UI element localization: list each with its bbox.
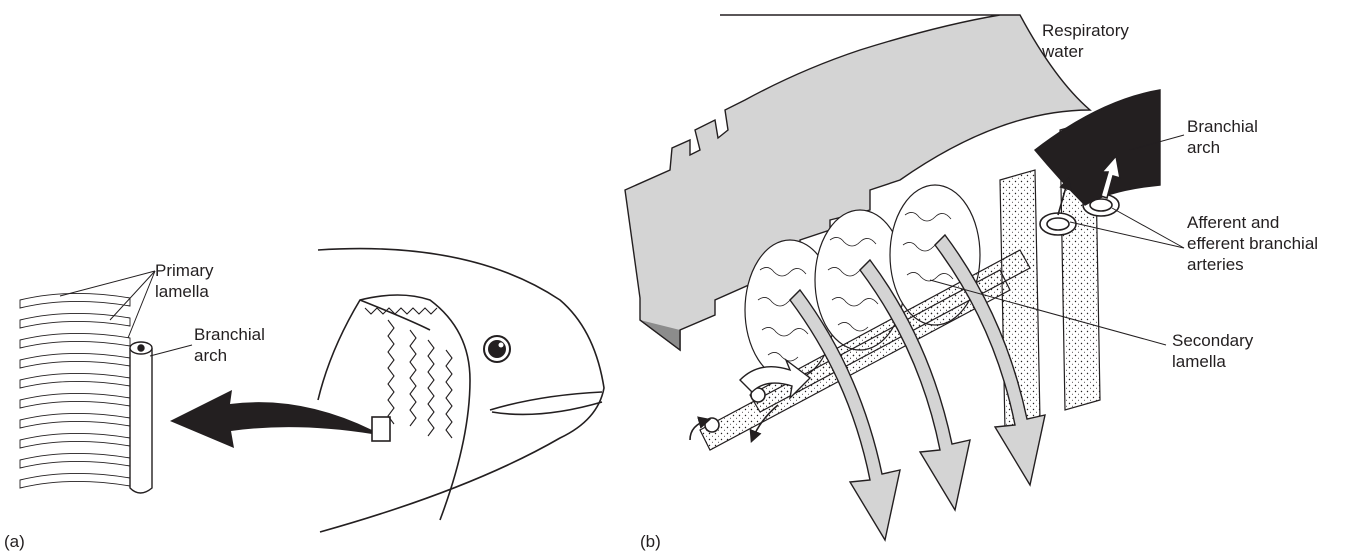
- label-branchial-arch-b-line2: arch: [1187, 137, 1258, 158]
- label-branchial-arch-a-line1: Branchial: [194, 324, 265, 345]
- gill-arches-zigzag: [365, 308, 452, 438]
- label-primary-lamella-line1: Primary: [155, 260, 214, 281]
- panel-a-tag: (a): [4, 532, 25, 552]
- panel-b-tag: (b): [640, 532, 661, 552]
- label-branchial-arch-b-line1: Branchial: [1187, 116, 1258, 137]
- label-respiratory-water-line2: water: [1042, 41, 1129, 62]
- label-respiratory-water-line1: Respiratory: [1042, 20, 1129, 41]
- label-arteries-line1: Afferent and: [1187, 212, 1318, 233]
- primary-lamella-stack: [20, 293, 130, 488]
- label-secondary-lamella: Secondary lamella: [1172, 330, 1253, 372]
- panel-b: [625, 15, 1184, 540]
- fish-head-outline: [318, 249, 604, 532]
- label-secondary-lamella-line2: lamella: [1172, 351, 1253, 372]
- label-primary-lamella: Primary lamella: [155, 260, 214, 302]
- label-arteries: Afferent and efferent branchial arteries: [1187, 212, 1318, 275]
- label-arteries-line3: arteries: [1187, 254, 1318, 275]
- label-secondary-lamella-line1: Secondary: [1172, 330, 1253, 351]
- magnify-arrow: [170, 390, 372, 448]
- gill-selection-box: [372, 417, 390, 441]
- label-primary-lamella-line2: lamella: [155, 281, 214, 302]
- label-branchial-arch-a: Branchial arch: [194, 324, 265, 366]
- label-arteries-line2: efferent branchial: [1187, 233, 1318, 254]
- fish-eye: [484, 336, 510, 362]
- label-branchial-arch-b: Branchial arch: [1187, 116, 1258, 158]
- panel-a: [20, 249, 604, 532]
- branchial-arch-cylinder-a: [130, 342, 152, 493]
- label-branchial-arch-a-line2: arch: [194, 345, 265, 366]
- label-respiratory-water: Respiratory water: [1042, 20, 1129, 62]
